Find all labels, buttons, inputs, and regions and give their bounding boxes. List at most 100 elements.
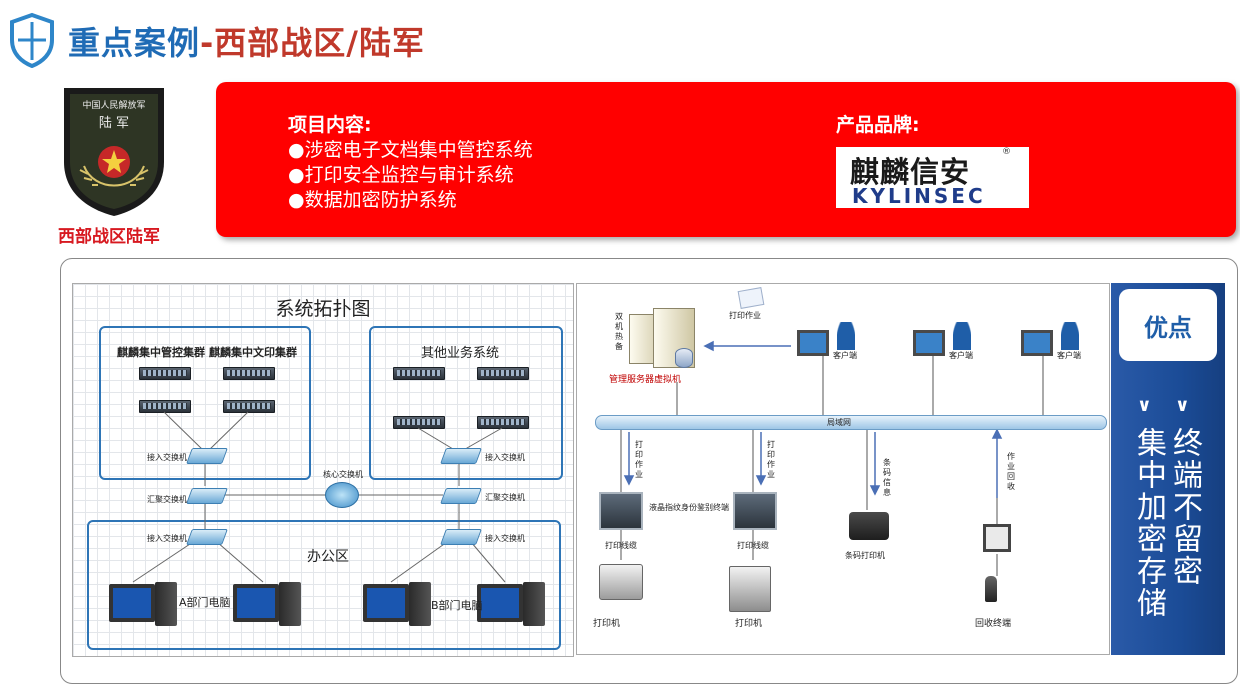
page-title-main: 重点案例 [68,24,201,62]
barcode-scanner-icon [985,576,997,602]
badge-caption: 西部战区陆军 [58,227,160,247]
print-line-label: 打印线缆 [605,541,637,550]
pc-monitor-icon [109,584,155,622]
print-job-label: 打印作业 [729,311,761,320]
pc-b-label: B部门电脑 [431,599,483,612]
topology-title: 系统拓扑图 [275,298,371,320]
job-recycle-label: 作业回收 [1007,452,1015,491]
lcd-terminal-label: 液晶指纹身份鉴别终端 [649,503,729,512]
print-links [620,340,1044,576]
project-heading-text: 项目内容 [288,114,365,136]
server-icon [223,400,275,413]
lcd-terminal-icon [599,492,643,530]
project-item-1: ●涉密电子文档集中管控系统 [288,139,533,161]
access-switch-label: 接入交换机 [147,453,187,462]
access-switch-label: 接入交换机 [485,534,525,543]
database-icon [675,348,693,368]
cluster-b-label: 麒麟集中文印集群 [209,346,297,359]
army-badge: 中国人民解放军 陆 军 [58,82,170,218]
pc-tower-icon [279,582,301,626]
army-badge-emblem [64,88,164,216]
brand-logo: 麒麟信安 ® KYLINSEC [836,147,1029,208]
project-item-3: ●数据加密防护系统 [288,189,457,211]
print-line-label: 打印线缆 [737,541,769,550]
lcd-terminal-icon [733,492,777,530]
pc-tower-icon [523,582,545,626]
benefit-tag: 优点 [1119,289,1217,361]
benefit-point-2: 集中加密存储 [1131,427,1166,619]
printer-label: 打印机 [735,619,763,629]
recycle-pc-icon [983,524,1011,552]
brand-heading: 产品品牌: [836,114,920,136]
pc-monitor-icon [363,584,409,622]
switch-icon [440,448,482,464]
user-icon [953,322,971,350]
lan-label: 局域网 [827,418,851,427]
hot-standby-label: 双机热备 [615,312,623,351]
benefit-point-1: 终端不留密 [1167,427,1202,587]
benefit-marker-1: ∨ [1175,395,1190,416]
benefit-marker-2: ∨ [1137,395,1152,416]
benefit-panel: 优点 ∨ ∨ 终端不留密 集中加密存储 [1111,283,1225,655]
other-system-zone [369,326,563,480]
shield-icon [10,12,54,68]
client-monitor-icon [1021,330,1053,356]
switch-icon [186,488,228,504]
project-info-box: 项目内容: ●涉密电子文档集中管控系统 ●打印安全监控与审计系统 ●数据加密防护… [216,82,1236,237]
pc-monitor-icon [233,584,279,622]
cluster-a-label: 麒麟集中管控集群 [117,346,205,359]
barcode-printer-icon [849,512,889,540]
topology-panel: 系统拓扑图 麒麟集中管控集群 麒麟集中文印集群 其他业务系统 接入交换机 接入交… [72,283,574,657]
pc-monitor-icon [477,584,523,622]
page-title: 重点案例-西部战区/陆军 [68,18,425,64]
print-job-vertical-label: 打印作业 [767,440,775,479]
print-job-vertical-label: 打印作业 [635,440,643,479]
client-monitor-icon [797,330,829,356]
user-icon [1061,322,1079,350]
server-icon [477,367,529,380]
printer-icon [599,564,643,600]
pc-a-label: A部门电脑 [179,596,231,609]
server-icon [139,367,191,380]
agg-switch-label: 汇聚交换机 [485,493,525,502]
brand-logo-en: KYLINSEC [852,184,986,208]
switch-icon [186,529,228,545]
printer-label: 打印机 [593,619,621,629]
project-heading: 项目内容: [288,112,372,138]
core-switch-label: 核心交换机 [323,470,363,479]
server-icon [477,416,529,429]
client-monitor-icon [913,330,945,356]
client-label: 客户端 [833,351,857,360]
client-label: 客户端 [1057,351,1081,360]
user-icon [837,322,855,350]
mgmt-vm-label: 管理服务器虚拟机 [609,375,682,385]
print-panel: 局域网 双机热备 管理服务器虚拟机 打印作业 客户端 客户端 客户端 打印作业 … [576,283,1110,655]
office-zone [87,520,561,650]
page-title-sub: -西部战区/陆军 [200,24,425,62]
switch-icon [440,529,482,545]
switch-icon [186,448,228,464]
server-icon [223,367,275,380]
core-router-icon [325,482,359,508]
barcode-info-label: 条码信息 [883,458,891,497]
badge-ring-text: 中国人民解放军 [82,101,146,111]
diagram-frame [60,258,1238,684]
project-item-2: ●打印安全监控与审计系统 [288,164,514,186]
access-switch-label: 接入交换机 [147,534,187,543]
pc-tower-icon [155,582,177,626]
access-switch-label: 接入交换机 [485,453,525,462]
barcode-printer-label: 条码打印机 [845,551,885,560]
office-zone-label: 办公区 [307,549,349,565]
pc-tower-icon [409,582,431,626]
badge-center-text: 陆 军 [98,116,130,131]
switch-icon [440,488,482,504]
client-label: 客户端 [949,351,973,360]
printer-icon [729,566,771,612]
topology-links [132,411,506,583]
other-system-label: 其他业务系统 [421,346,500,361]
brand-logo-cn: 麒麟信安 [850,155,971,189]
brand-logo-reg: ® [1002,147,1011,157]
agg-switch-label: 汇聚交换机 [147,495,187,504]
project-heading-colon: : [364,114,372,136]
recycle-terminal-label: 回收终端 [975,619,1012,629]
